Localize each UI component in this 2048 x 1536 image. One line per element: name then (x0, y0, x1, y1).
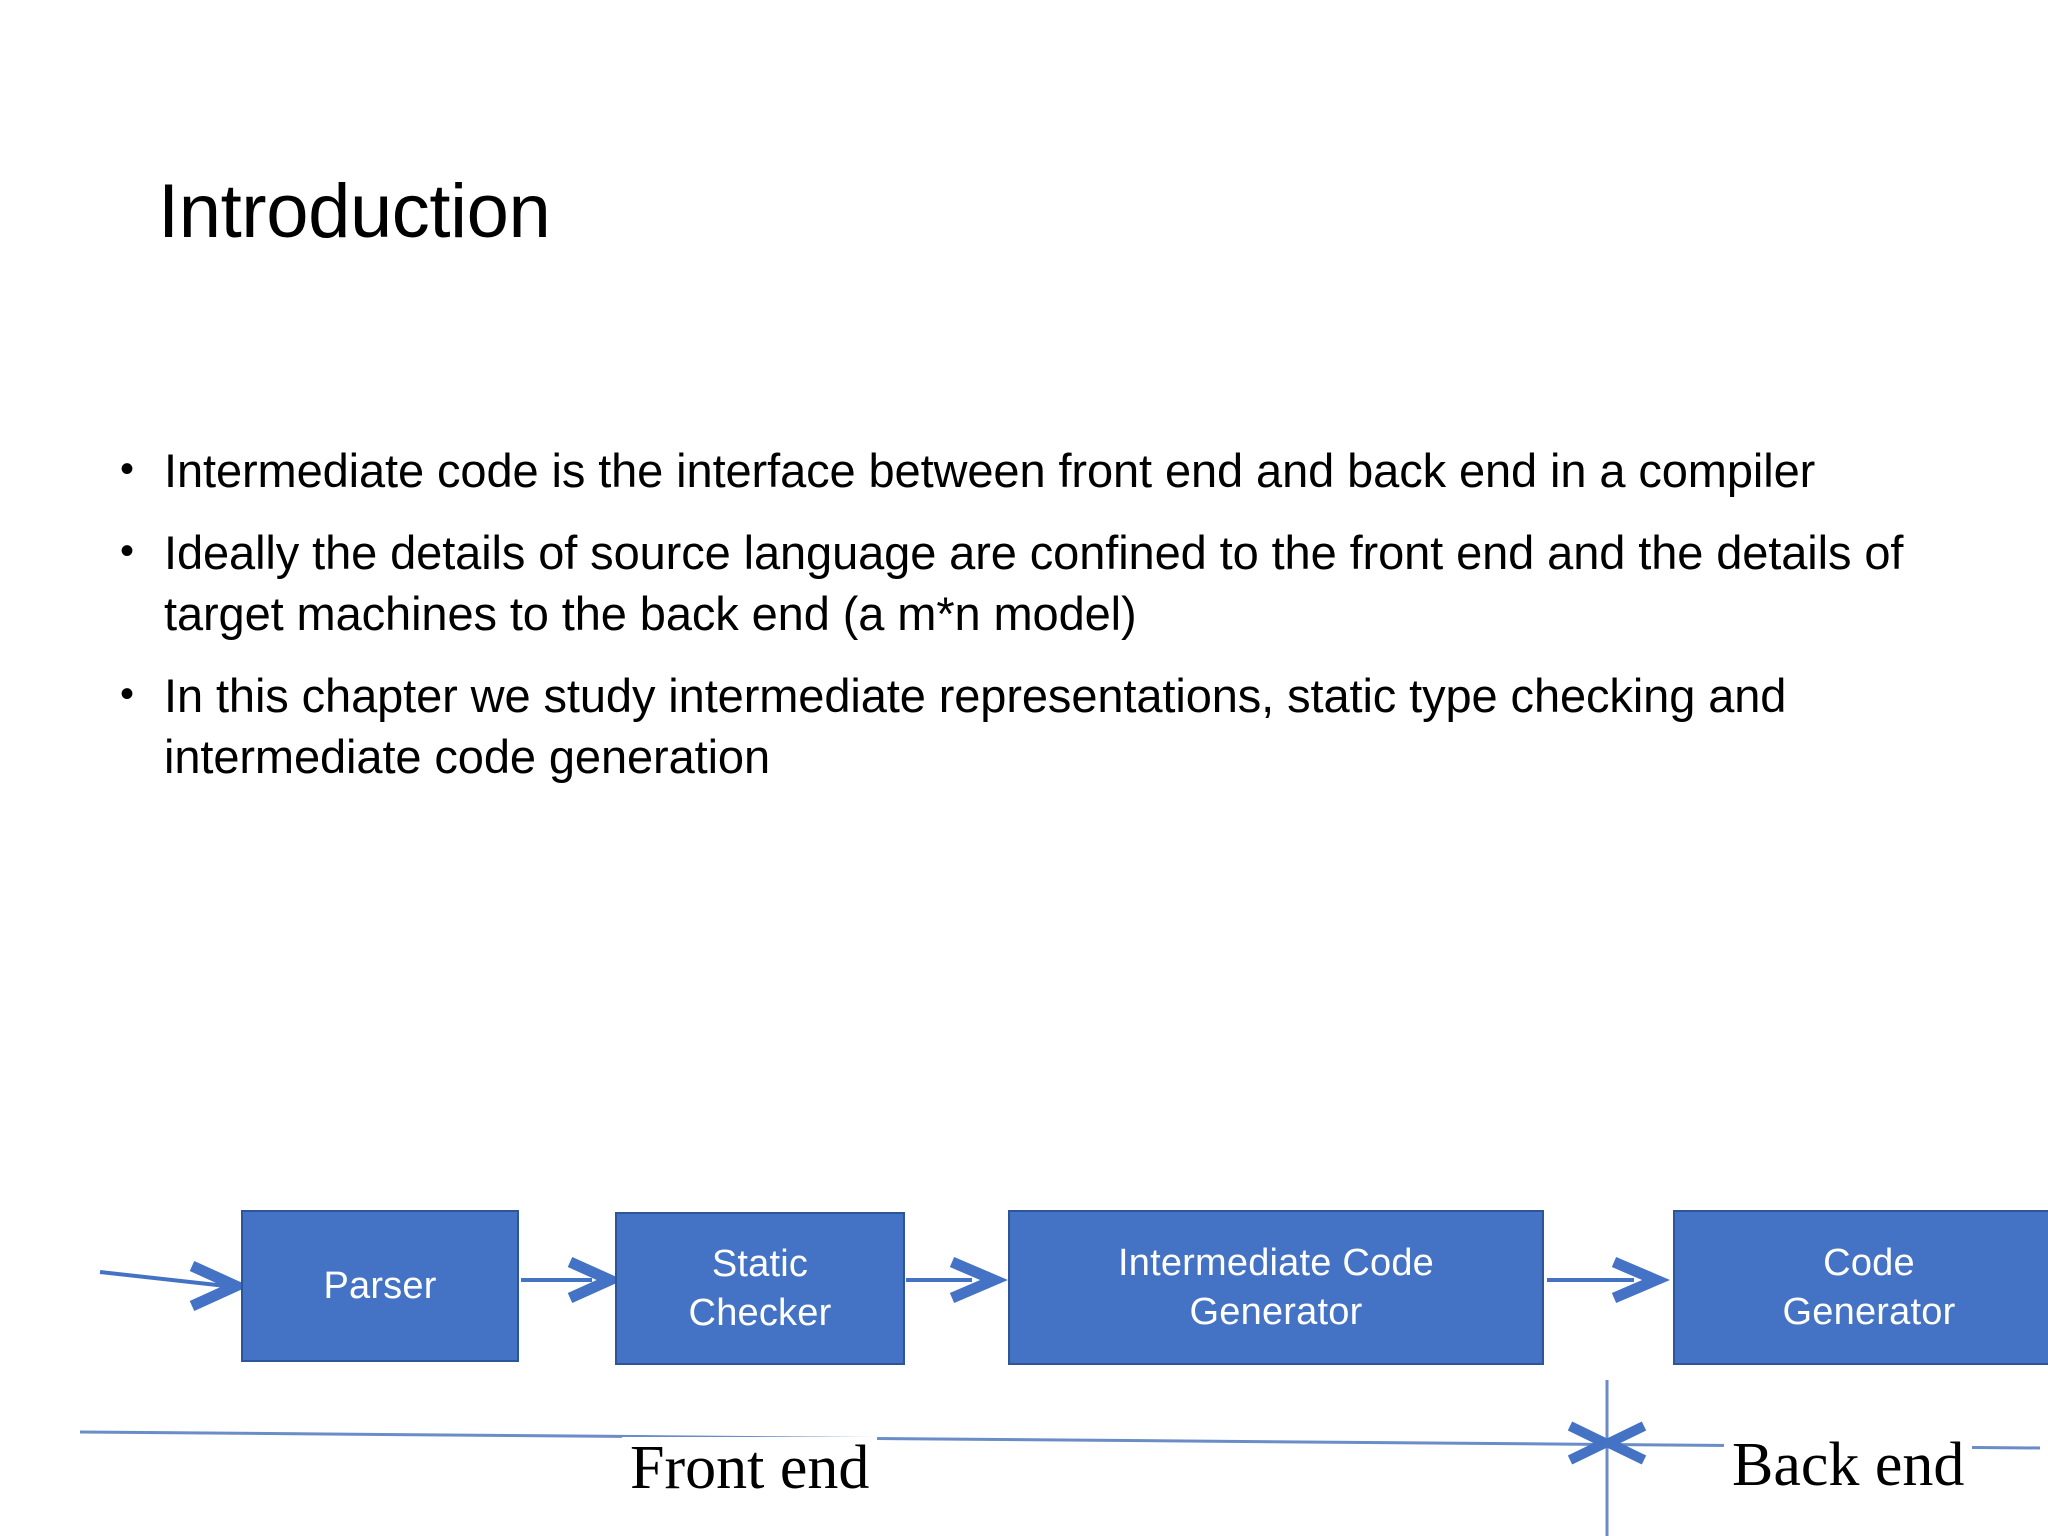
phase-label-front-end: Front end (622, 1437, 878, 1499)
list-item-text: In this chapter we study intermediate re… (164, 668, 1787, 784)
page-title: Introduction (158, 169, 551, 254)
bullet-glyph: • (120, 447, 134, 491)
pipeline-stage-parser[interactable]: Parser (241, 1210, 519, 1362)
pipeline-stage-code-generator[interactable]: Code Generator (1673, 1210, 2048, 1365)
phase-divider-marker-icon (1567, 1421, 1647, 1465)
bullet-list: • Intermediate code is the interface bet… (118, 440, 1948, 788)
phase-label-back-end: Back end (1724, 1434, 1973, 1496)
compiler-pipeline-diagram: Parser Static Checker Intermediate Code … (0, 1140, 2048, 1536)
pipeline-stage-label: Code Generator (1782, 1241, 1956, 1333)
arrow-icg-to-code-generator (1547, 1256, 1670, 1304)
list-item: • In this chapter we study intermediate … (118, 665, 1948, 788)
list-item-text: Ideally the details of source language a… (164, 525, 1904, 641)
phase-separator-line (79, 1430, 2041, 1450)
pipeline-stage-label: Intermediate Code Generator (1117, 1241, 1435, 1333)
bullet-glyph: • (120, 528, 134, 573)
list-item-text: Intermediate code is the interface betwe… (164, 444, 1816, 497)
pipeline-stage-label: Parser (323, 1264, 437, 1307)
pipeline-stage-label: Static Checker (688, 1242, 832, 1334)
bullet-glyph: • (120, 671, 134, 716)
pipeline-stage-intermediate-code-generator[interactable]: Intermediate Code Generator (1008, 1210, 1544, 1365)
pipeline-stage-static-checker[interactable]: Static Checker (615, 1212, 905, 1365)
list-item: • Ideally the details of source language… (118, 522, 1948, 645)
arrow-parser-to-static-checker (521, 1256, 624, 1304)
diagram-connectors (79, 1256, 2041, 1536)
arrow-static-checker-to-icg (906, 1256, 1008, 1304)
arrow-source-to-parser (99, 1260, 250, 1312)
list-item: • Intermediate code is the interface bet… (118, 440, 1948, 502)
